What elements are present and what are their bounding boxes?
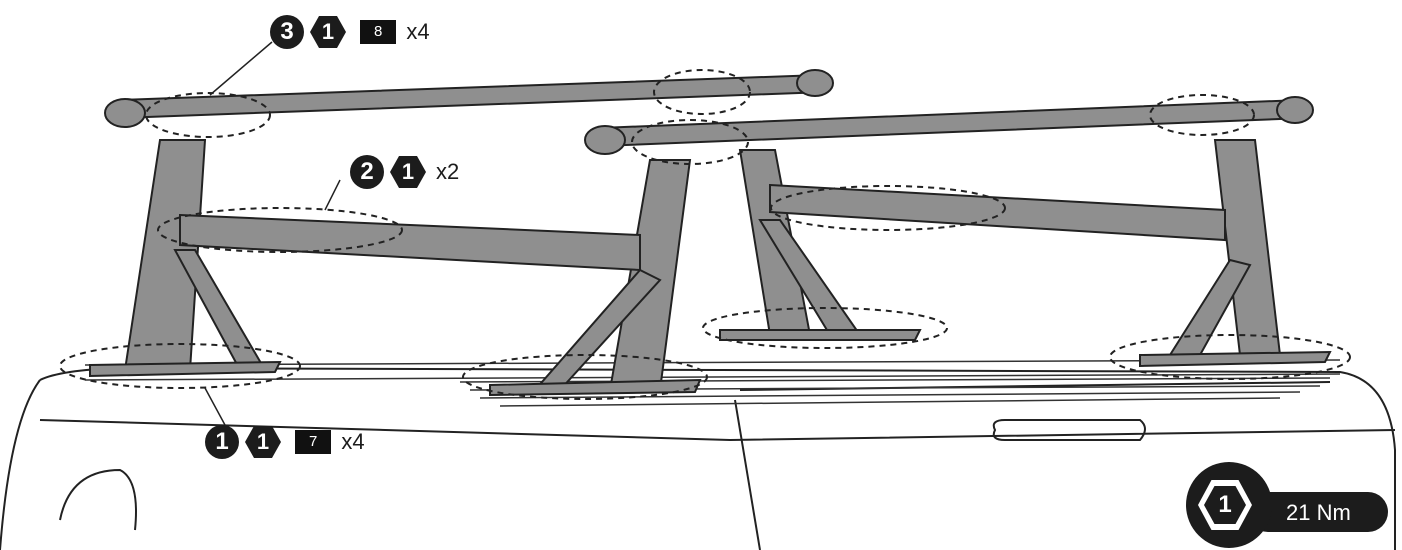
tool-1-hex-icon: 1: [245, 426, 281, 458]
highlight-ellipses: [59, 69, 1351, 400]
step-3-circle-icon: 3: [270, 15, 304, 49]
bolt-size-box: 7: [295, 430, 332, 454]
bolt-size-box: 8: [360, 20, 397, 44]
rack-frame: [89, 69, 1332, 397]
callout-step-3: 3 1 8 x4: [270, 15, 430, 49]
quantity-label: x2: [436, 159, 460, 184]
quantity-label: x4: [341, 429, 365, 454]
leader-lines: [204, 41, 341, 426]
tool-1-hex-icon: 1: [310, 16, 346, 48]
tool-1-hex-icon: 1: [390, 156, 426, 188]
torque-value: 21 Nm: [1286, 500, 1351, 525]
torque-spec: 1 21 Nm: [1186, 462, 1396, 550]
callout-step-1: 1 1 7 x4: [205, 425, 365, 459]
step-1-circle-icon: 1: [205, 425, 239, 459]
callout-step-2: 2 1 x2: [350, 155, 459, 189]
step-2-circle-icon: 2: [350, 155, 384, 189]
quantity-label: x4: [406, 19, 430, 44]
